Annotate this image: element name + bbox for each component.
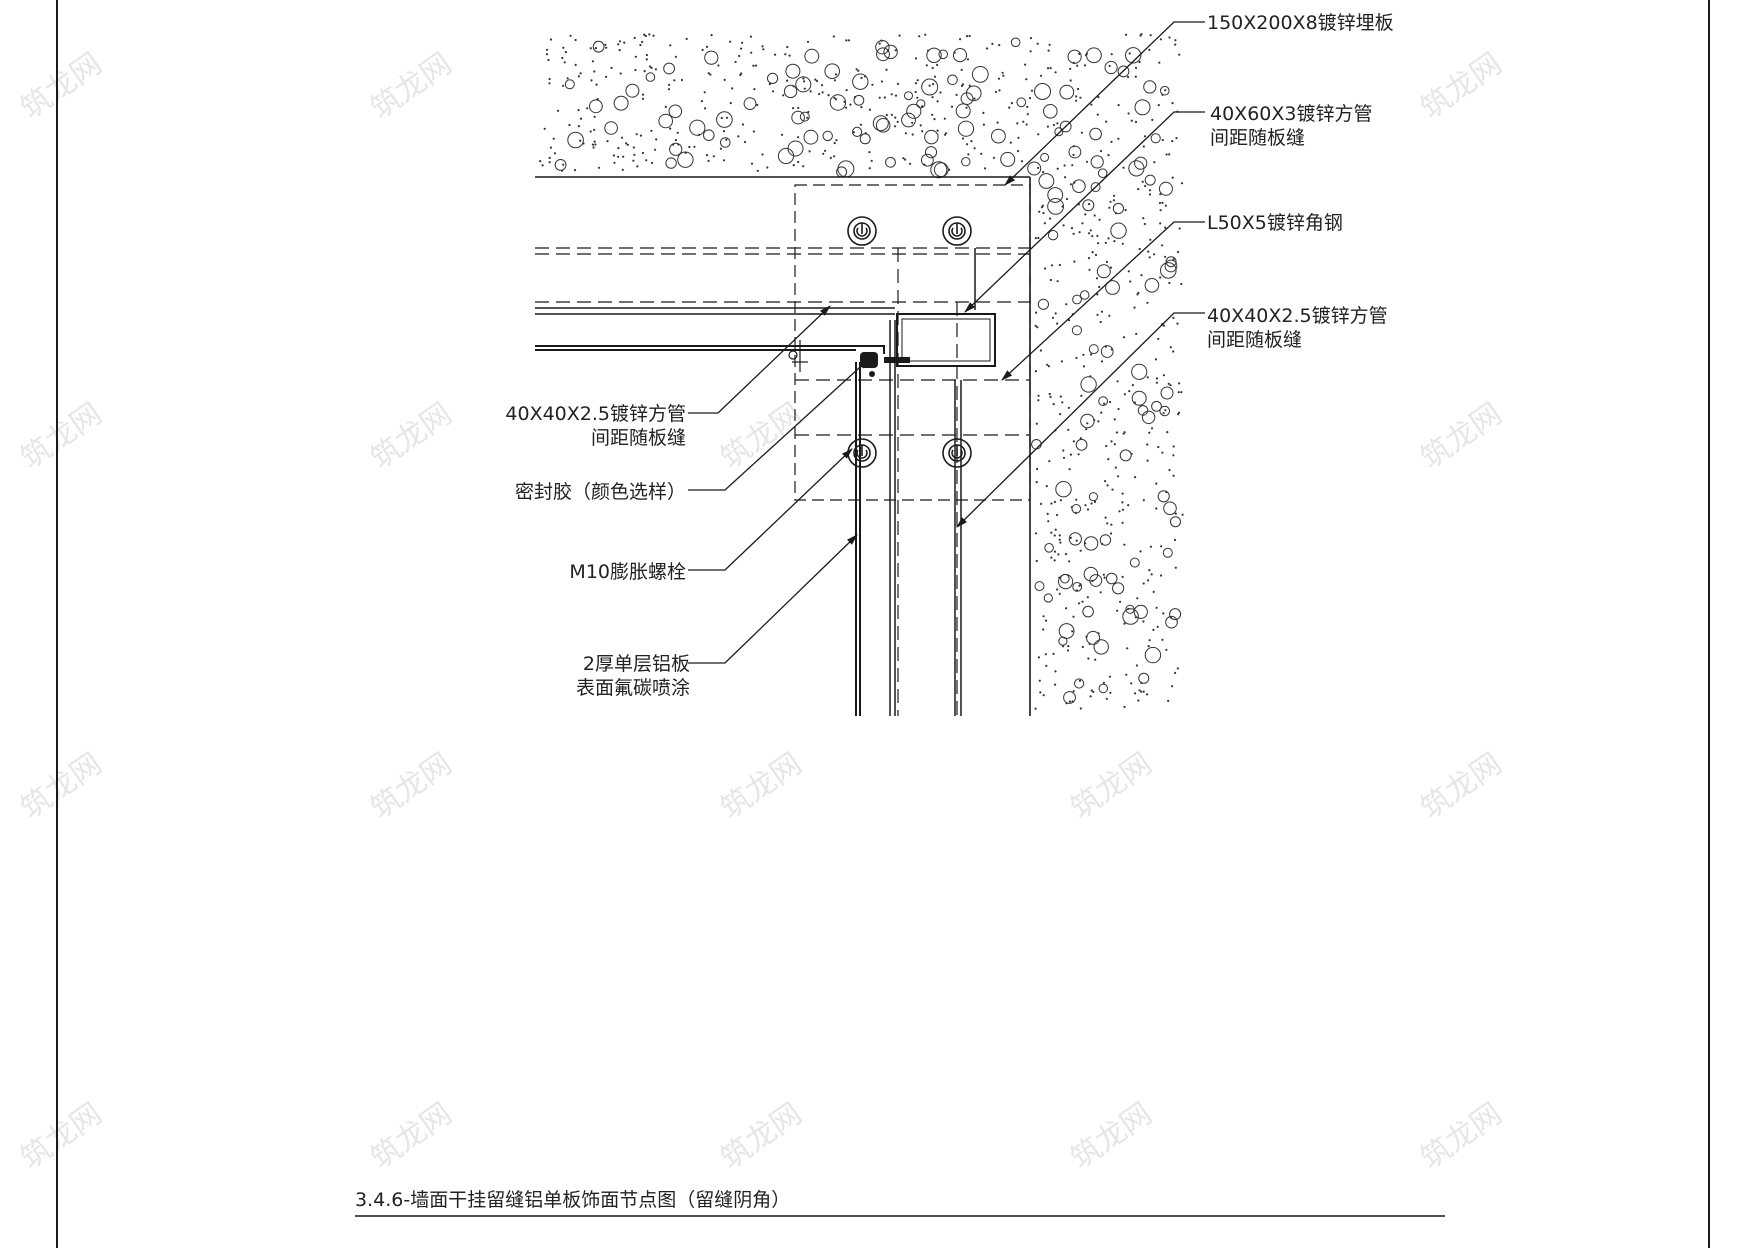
watermark-text: 筑龙网 — [15, 46, 109, 126]
watermark-text: 筑龙网 — [1415, 396, 1509, 476]
expansion-bolts — [847, 216, 972, 468]
watermark-text: 筑龙网 — [715, 746, 809, 826]
steel-frame — [535, 248, 976, 716]
watermark-text: 筑龙网 — [15, 746, 109, 826]
joint-dimension — [788, 340, 808, 372]
callout-bolt: M10膨胀螺栓 — [569, 561, 686, 583]
watermark-text: 筑龙网 — [1065, 1096, 1159, 1176]
callout-tube-40x40-right: 40X40X2.5镀锌方管 — [1207, 305, 1388, 327]
watermark-text: 筑龙网 — [15, 1096, 109, 1176]
callout-aluminium-panel: 2厚单层铝板 — [583, 653, 690, 675]
watermark-text: 筑龙网 — [1065, 746, 1159, 826]
callout-aluminium-panel-note: 表面氟碳喷涂 — [576, 677, 690, 699]
callout-tube-40x60: 40X60X3镀锌方管 — [1210, 103, 1372, 125]
callout-tube-40x40-left: 40X40X2.5镀锌方管 — [505, 403, 686, 425]
callout-tube-40x40-right-note: 间距随板缝 — [1207, 329, 1302, 351]
leaders-right — [956, 21, 1205, 528]
watermark-text: 筑龙网 — [365, 46, 459, 126]
tube-40x60-section — [896, 313, 996, 367]
watermark-text: 筑龙网 — [1415, 1096, 1509, 1176]
leaders-left — [688, 305, 870, 664]
watermark-text: 筑龙网 — [715, 396, 809, 476]
watermark-text: 筑龙网 — [365, 1096, 459, 1176]
callout-sealant: 密封胶（颜色选样） — [515, 481, 686, 503]
watermark-text: 筑龙网 — [15, 396, 109, 476]
concrete-wall — [535, 30, 1186, 716]
steel-frame-hidden — [535, 247, 1030, 716]
callout-tube-40x60-note: 间距随板缝 — [1210, 127, 1305, 149]
callout-angle-steel: L50X5镀锌角钢 — [1207, 212, 1343, 234]
drawing-title: 3.4.6-墙面干挂留缝铝单板饰面节点图（留缝阴角） — [355, 1189, 790, 1211]
embed-plate — [794, 184, 1031, 501]
watermark-text: 筑龙网 — [1415, 46, 1509, 126]
watermark-text: 筑龙网 — [365, 746, 459, 826]
watermark-text: 筑龙网 — [1415, 746, 1509, 826]
watermark-text: 筑龙网 — [365, 396, 459, 476]
callout-embed-plate: 150X200X8镀锌埋板 — [1207, 12, 1394, 34]
watermark-text: 筑龙网 — [715, 1096, 809, 1176]
callout-tube-40x40-left-note: 间距随板缝 — [591, 427, 686, 449]
